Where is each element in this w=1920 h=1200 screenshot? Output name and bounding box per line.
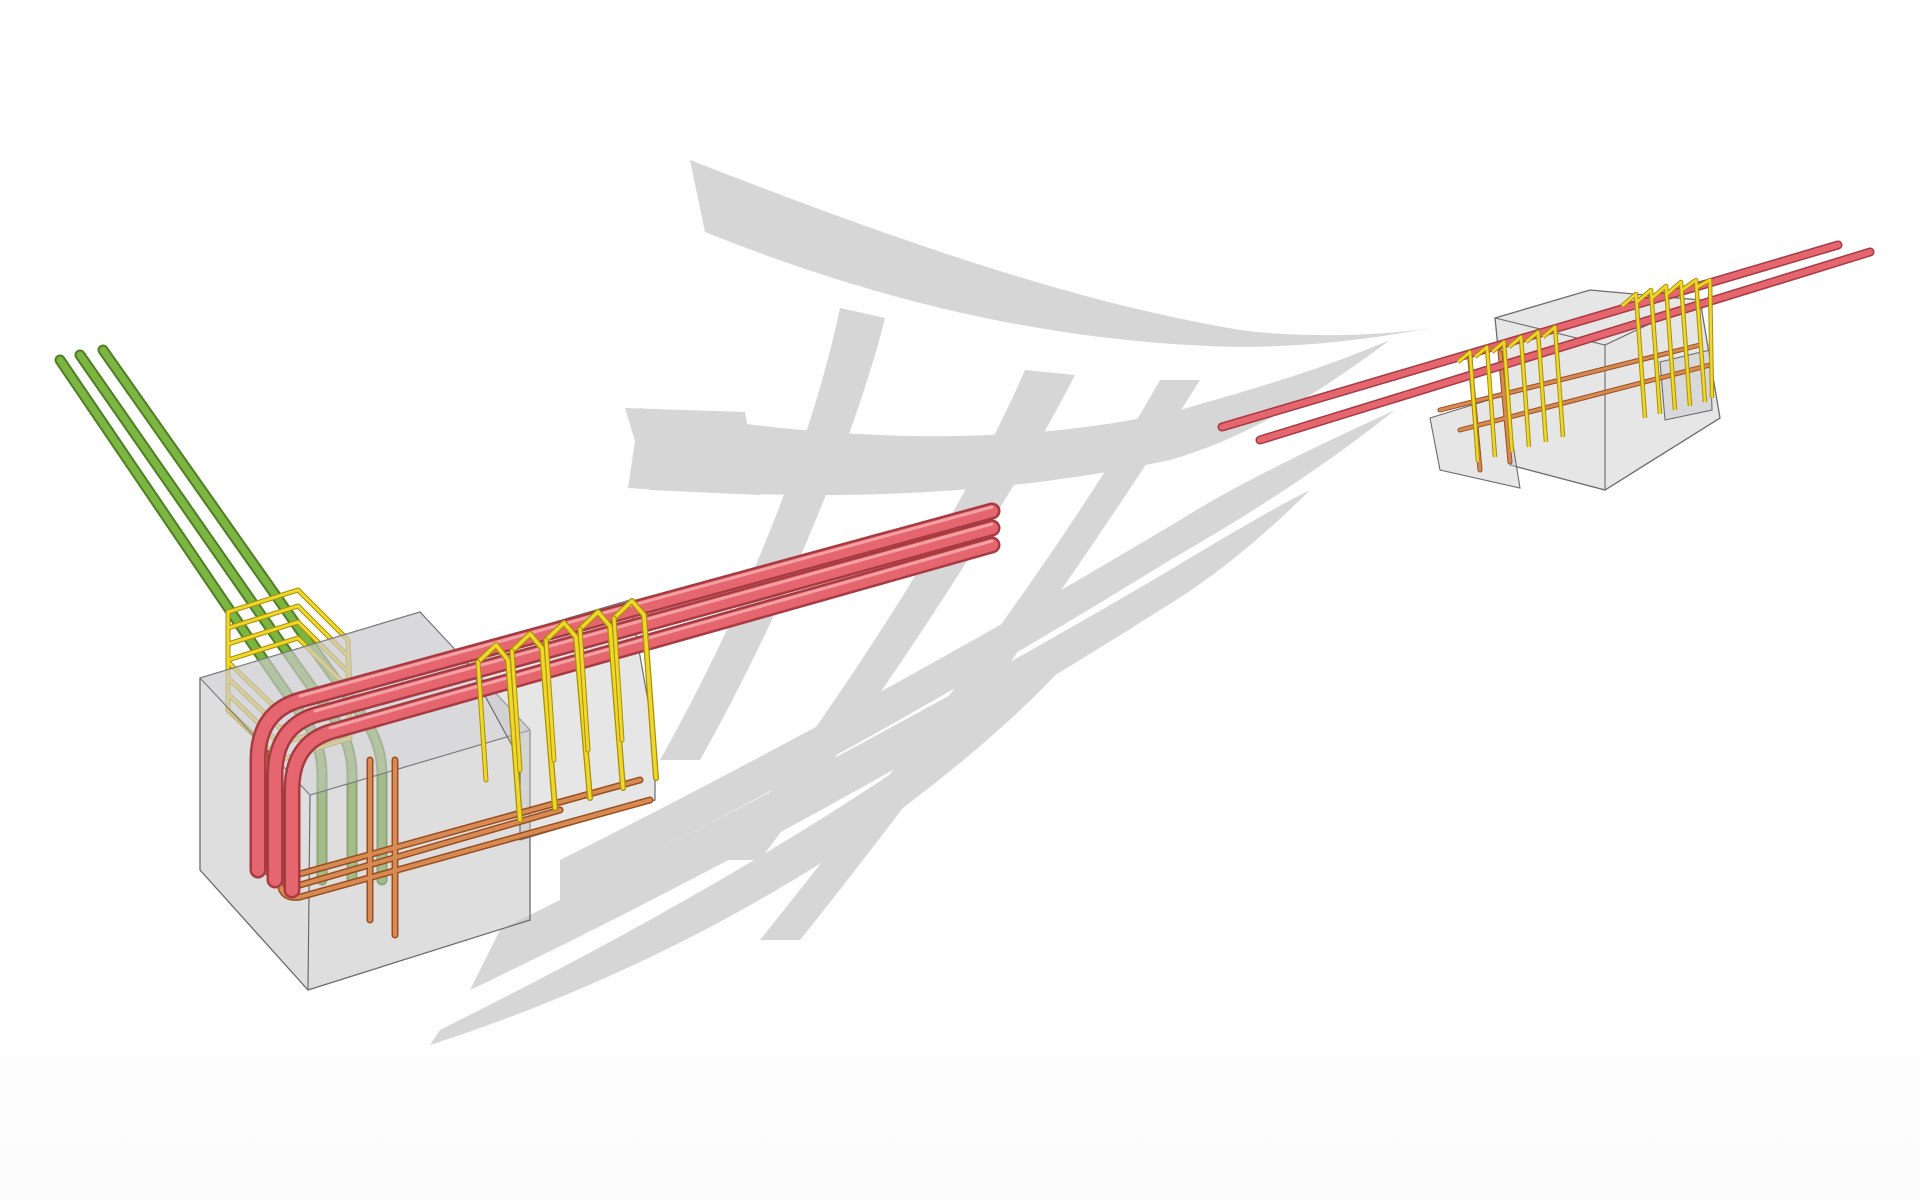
watermark-arc-4 — [470, 490, 1310, 990]
beam-stirrups[interactable] — [475, 598, 659, 823]
left-joint[interactable] — [54, 344, 1001, 991]
watermark-logo — [430, 160, 1430, 1045]
watermark-stroke-1 — [660, 308, 885, 760]
beam-top-bars-red[interactable] — [249, 502, 1001, 899]
watermark-stroke-2 — [720, 370, 1075, 860]
watermark-arc-top — [690, 160, 1430, 347]
right-joint[interactable] — [1217, 240, 1875, 491]
watermark-crossbar — [625, 408, 760, 495]
splice-stirrups-right[interactable] — [1620, 277, 1715, 419]
watermark-arc-5 — [430, 620, 1100, 1045]
splice-stirrups-left[interactable] — [1456, 324, 1566, 463]
watermark-arc-3 — [560, 410, 1395, 900]
